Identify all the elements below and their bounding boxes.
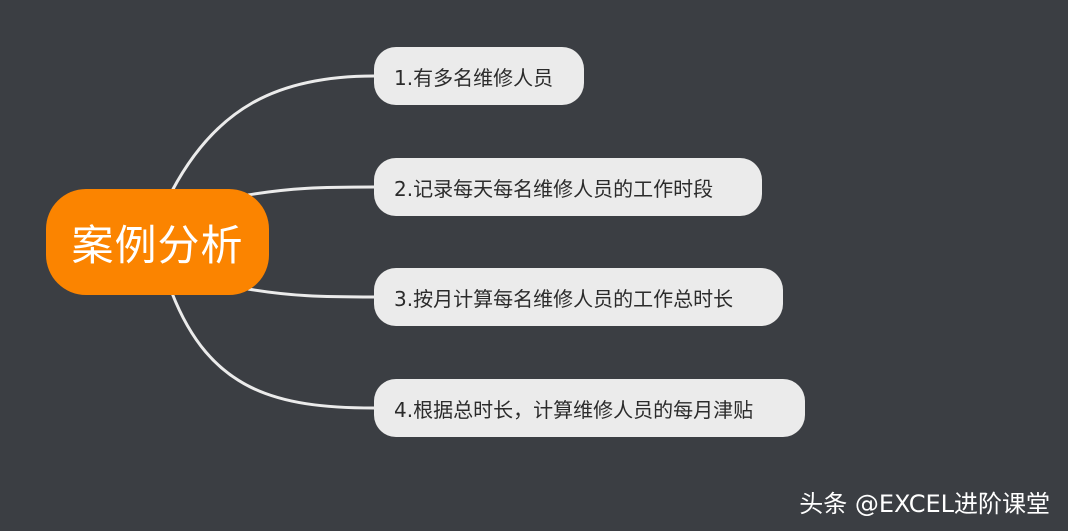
watermark: 头条 @EXCEL进阶课堂: [799, 490, 1050, 518]
connector-branch-3: [246, 287, 376, 299]
branch-node-3: 3.按月计算每名维修人员的工作总时长: [374, 268, 783, 326]
branch-node-4: 4.根据总时长，计算维修人员的每月津贴: [374, 379, 805, 437]
branch-node-label: 3.按月计算每名维修人员的工作总时长: [394, 286, 734, 311]
root-node: 案例分析: [46, 189, 269, 295]
branch-node-2: 2.记录每天每名维修人员的工作时段: [374, 158, 762, 216]
connector-branch-4: [170, 291, 376, 410]
root-node-label: 案例分析: [71, 220, 244, 270]
branch-node-label: 4.根据总时长，计算维修人员的每月津贴: [394, 397, 754, 422]
branch-node-1: 1.有多名维修人员: [374, 47, 584, 105]
branch-node-label: 2.记录每天每名维修人员的工作时段: [394, 176, 714, 201]
connector-branch-2: [246, 185, 376, 197]
branch-node-label: 1.有多名维修人员: [394, 65, 554, 90]
connector-branch-1: [170, 74, 376, 193]
